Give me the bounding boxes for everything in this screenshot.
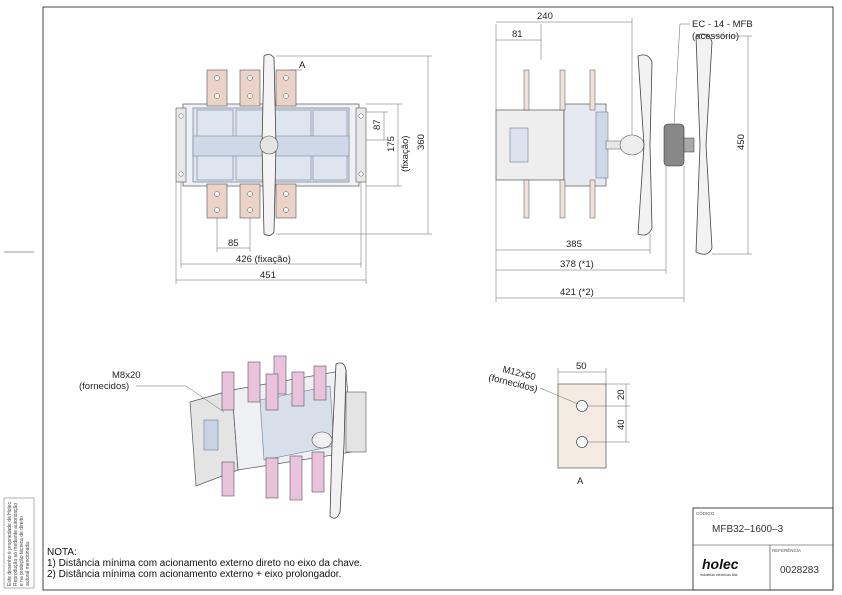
- stamp-line-2: Reprodução só mediante autorização: [13, 503, 19, 586]
- accessory-note: (acessório): [692, 31, 739, 42]
- dim-450: 450: [736, 134, 747, 150]
- accessory-code: EC - 14 - MFB: [692, 19, 753, 30]
- dim-385: 385: [566, 239, 582, 250]
- side-stamp: Este desenho é propriedade da Holec. Rep…: [3, 497, 35, 589]
- front-view: A 87 175 (fixação) 360 85 426 (fixação) …: [175, 54, 432, 284]
- title-code-label: CÓDIGO: [696, 510, 715, 516]
- dim-426: 426 (fixação): [236, 254, 291, 265]
- dim-85: 85: [228, 238, 239, 249]
- stamp-line-1: Este desenho é propriedade da Holec.: [7, 501, 13, 586]
- title-ref-label: REFERÊNCIA: [772, 546, 801, 553]
- notes: NOTA: 1) Distância mínima com acionament…: [47, 547, 362, 580]
- brand-logo: holec: [702, 556, 739, 572]
- detail-dim-50: 50: [576, 361, 587, 372]
- iso-bolt-note: (fornecidos): [79, 381, 129, 392]
- side-view: 81 240 EC - 14 - MFB (acessório) 450 385…: [495, 11, 753, 302]
- dim-451: 451: [260, 270, 276, 281]
- title-ref: 0028283: [780, 565, 819, 576]
- title-code: MFB32–1600–3: [712, 524, 784, 535]
- front-label-a: A: [299, 60, 306, 71]
- detail-a: 50 20 40 M12x50 (fornecidos) A: [487, 361, 630, 487]
- dim-378: 378 (*1): [560, 259, 594, 270]
- notes-line-1: 1) Distância mínima com acionamento exte…: [47, 558, 362, 569]
- detail-dim-40: 40: [616, 419, 627, 430]
- isometric-view: M8x20 (fornecidos): [79, 355, 367, 519]
- notes-line-2: 2) Distância mínima com acionamento exte…: [47, 569, 341, 580]
- dim-fixacao-vertical: (fixação): [400, 136, 411, 172]
- dim-421: 421 (*2): [560, 287, 594, 298]
- stamp-line-3: e na proteção técnica de direito: [19, 516, 25, 586]
- detail-label: A: [577, 476, 584, 487]
- dim-360: 360: [416, 134, 427, 150]
- title-block: CÓDIGO MFB32–1600–3 holec industrias ele…: [692, 507, 834, 591]
- notes-title: NOTA:: [47, 547, 77, 558]
- dim-240: 240: [537, 11, 553, 22]
- dim-87: 87: [372, 119, 383, 130]
- dim-81: 81: [512, 29, 523, 40]
- drawing-frame: [42, 6, 834, 591]
- iso-bolt-spec: M8x20: [112, 370, 141, 381]
- stamp-line-4: autoral mencionada.: [25, 541, 31, 586]
- brand-sub: industrias electricas ltda.: [700, 573, 738, 577]
- dim-175: 175: [386, 136, 397, 152]
- detail-dim-20: 20: [616, 389, 627, 400]
